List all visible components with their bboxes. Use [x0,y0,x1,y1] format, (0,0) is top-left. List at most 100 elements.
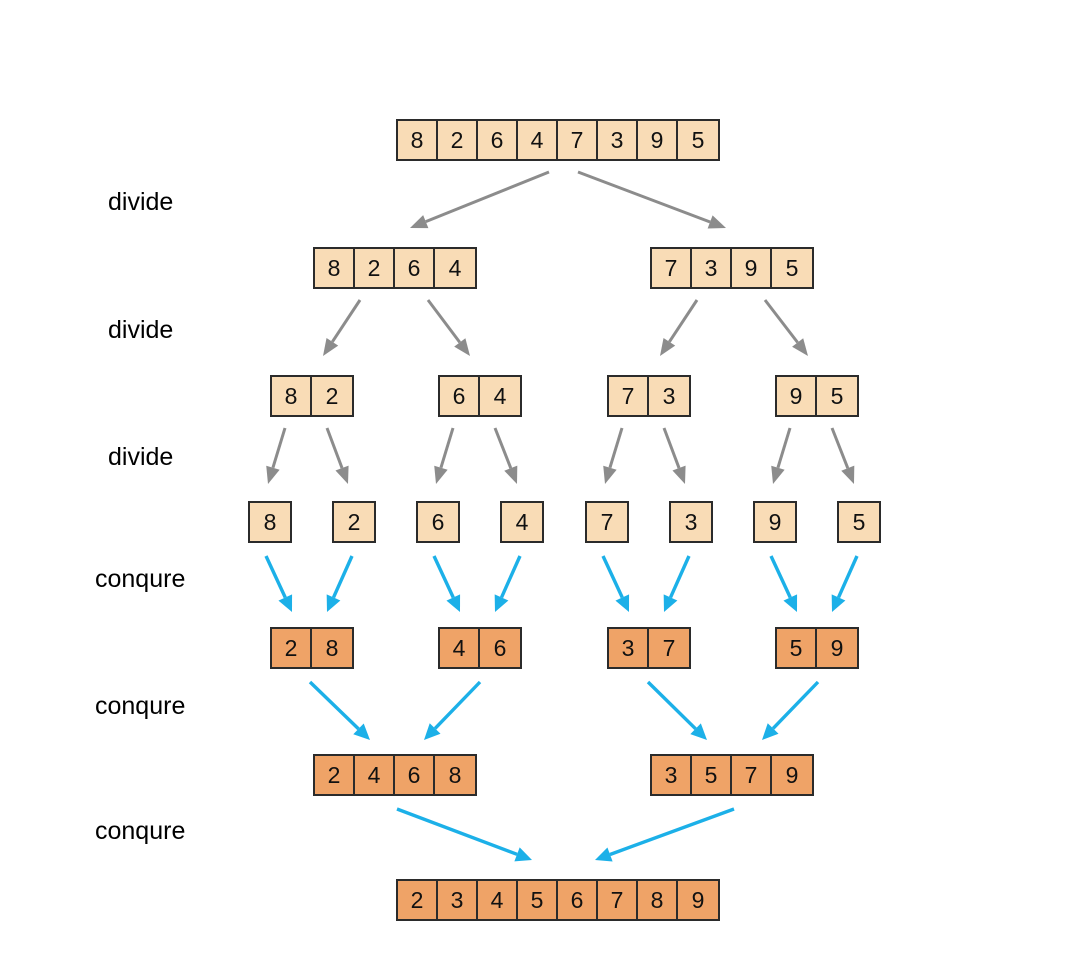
divide-arrow-p4-left [771,427,792,484]
array-cell: 4 [493,383,507,409]
array-cell: 8 [448,762,462,788]
stage-label-divide-0: divide [108,188,174,216]
conquer-arrow-c-left [601,555,630,612]
array-cell: 2 [347,509,361,535]
array-cell: 5 [691,127,705,153]
stage-label-conqure-3: conqure [95,565,186,593]
array-cell: 8 [638,881,678,919]
array-cell: 2 [325,383,339,409]
conquer-arrow-final-left [396,807,532,862]
leaf-1: 8 [248,501,292,543]
array-cell: 4 [448,255,462,281]
divide-arrow-p3-right [662,427,686,484]
array-cell: 2 [315,756,355,794]
array-cell: 9 [785,762,799,788]
divide-arrow-p2-left [434,427,455,484]
array-cell: 5 [830,383,844,409]
conquer-arrow-d-right [831,555,859,612]
leaf-3: 6 [416,501,460,543]
array-cell: 5 [518,881,558,919]
array-cell: 2 [272,629,312,667]
array-cell: 3 [609,629,649,667]
conquer-arrow-a-left [264,555,293,612]
divide-arrow-root-left [410,170,550,229]
array-cell: 8 [325,635,339,661]
leaf-6: 3 [669,501,713,543]
array-cell: 5 [692,756,732,794]
conquer-arrow-a-right [326,555,354,612]
array-cell: 6 [558,881,598,919]
leaf-5: 7 [585,501,629,543]
array-cell: 7 [600,509,614,535]
array-cell: 8 [398,121,438,159]
array-cell: 3 [662,383,676,409]
array-cell: 5 [852,509,866,535]
stage-label-conqure-5: conqure [95,817,186,845]
array-cell: 7 [558,121,598,159]
leaf-2: 2 [332,501,376,543]
conquer-arrow-b-left [432,555,461,612]
array-cell: 3 [692,249,732,287]
array-cell: 7 [662,635,676,661]
divide-arrow-l-left [323,299,362,356]
divide-arrow-p1-left [266,427,287,484]
array-cell: 6 [395,249,435,287]
array-cell: 3 [438,881,478,919]
array-cell: 4 [355,756,395,794]
array-cell: 6 [431,509,445,535]
divide-arrow-r-right [763,299,808,356]
divide-arrow-p1-right [325,427,349,484]
array-cell: 9 [830,635,844,661]
array-cell: 9 [691,887,705,913]
divide-arrow-p3-left [603,427,624,484]
array-cell: 4 [478,881,518,919]
array-cell: 5 [777,629,817,667]
array-cell: 7 [598,881,638,919]
array-cell: 3 [684,509,698,535]
divide-arrow-l-right [426,299,470,356]
conquer-arrow-final-right [595,807,735,862]
leaf-8: 5 [837,501,881,543]
array-cell: 8 [272,377,312,415]
stage-label-divide-2: divide [108,443,174,471]
array-cell: 5 [785,255,799,281]
divide-arrow-p4-right [830,427,855,484]
array-cell: 7 [732,756,772,794]
array-cell: 4 [515,509,529,535]
array-cell: 3 [598,121,638,159]
array-cell: 6 [395,756,435,794]
divide-arrow-r-left [660,299,699,356]
conquer-arrow-d-left [769,555,798,612]
array-cell: 6 [493,635,507,661]
array-cell: 2 [398,881,438,919]
array-cell: 9 [768,509,782,535]
array-cell: 2 [355,249,395,287]
leaf-7: 9 [753,501,797,543]
array-cell: 6 [478,121,518,159]
array-cell: 9 [777,377,817,415]
array-cell: 2 [438,121,478,159]
conquer-arrow-b-right [494,555,522,612]
divide-arrow-p2-right [493,427,518,484]
array-cell: 6 [440,377,480,415]
array-cell: 4 [440,629,480,667]
conquer-arrow-f-right [762,680,820,740]
array-cell: 4 [518,121,558,159]
divide-arrow-root-right [577,170,726,229]
conquer-arrow-e-left [308,680,370,740]
leaf-4: 4 [500,501,544,543]
array-cell: 8 [263,509,277,535]
